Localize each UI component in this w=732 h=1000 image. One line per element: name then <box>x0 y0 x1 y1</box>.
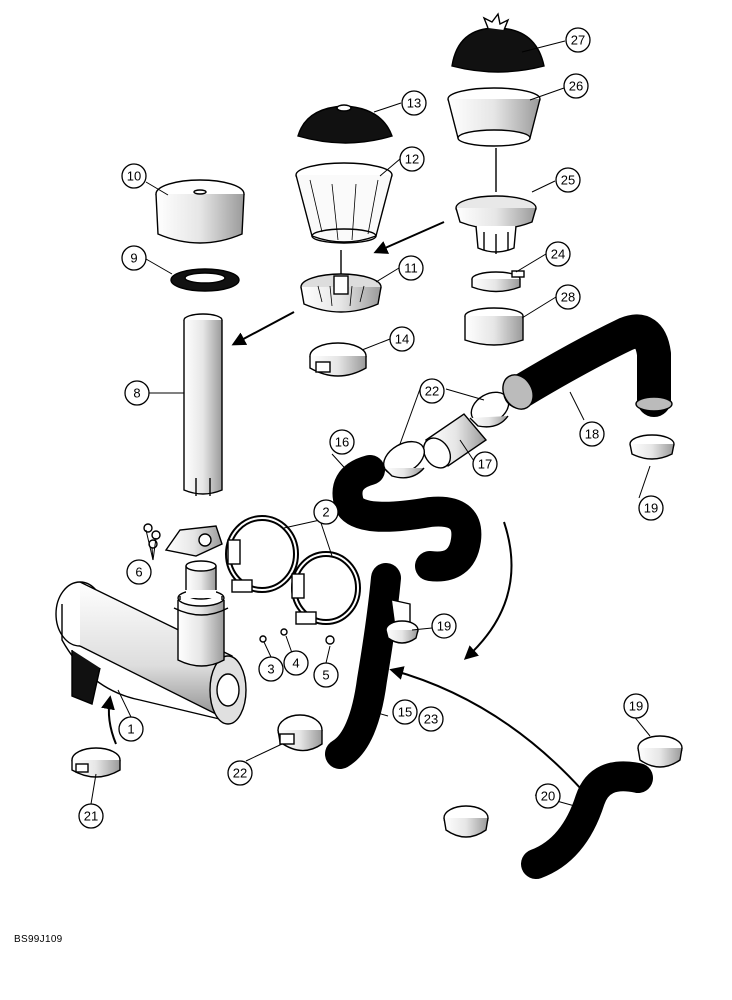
svg-text:6: 6 <box>135 565 142 580</box>
svg-text:25: 25 <box>561 173 575 188</box>
part-22-clamps-upper <box>383 391 510 479</box>
part-18-elbow-hose <box>502 314 673 417</box>
svg-text:3: 3 <box>267 662 274 677</box>
svg-text:18: 18 <box>585 427 599 442</box>
svg-text:2: 2 <box>322 505 329 520</box>
callout-6: 6 <box>126 559 152 585</box>
svg-text:14: 14 <box>395 332 409 347</box>
svg-text:22: 22 <box>233 766 247 781</box>
callout-11: 11 <box>398 255 424 281</box>
callout-2: 2 <box>313 499 339 525</box>
callout-10: 10 <box>121 163 147 189</box>
part-19-clamp-lower <box>637 735 683 768</box>
callout-14: 14 <box>389 326 415 352</box>
svg-text:23: 23 <box>424 712 438 727</box>
part-20-hose <box>521 761 653 879</box>
callout-21: 21 <box>78 803 104 829</box>
svg-text:19: 19 <box>629 699 643 714</box>
part-12-bowl <box>295 162 393 244</box>
svg-text:12: 12 <box>405 152 419 167</box>
svg-text:28: 28 <box>561 290 575 305</box>
svg-text:1: 1 <box>127 722 134 737</box>
callout-28: 28 <box>555 284 581 310</box>
callout-3: 3 <box>258 656 284 682</box>
callout-23: 23 <box>418 706 444 732</box>
leader-lines <box>90 40 651 809</box>
callout-25: 25 <box>555 167 581 193</box>
part-21-clamp <box>71 747 121 778</box>
part-9-seal <box>170 268 240 292</box>
callout-22-lower: 22 <box>227 760 253 786</box>
svg-text:27: 27 <box>571 33 585 48</box>
callout-15: 15 <box>392 699 418 725</box>
svg-text:15: 15 <box>398 705 412 720</box>
svg-text:8: 8 <box>133 386 140 401</box>
part-11-precleaner <box>300 250 382 313</box>
callout-19-lower: 19 <box>623 693 649 719</box>
part-16-hose <box>332 455 482 582</box>
part-17-pipe <box>422 413 488 469</box>
svg-text:4: 4 <box>292 656 299 671</box>
svg-text:19: 19 <box>644 501 658 516</box>
svg-text:21: 21 <box>84 809 98 824</box>
callout-18: 18 <box>579 421 605 447</box>
callout-9: 9 <box>121 245 147 271</box>
callout-22-upper: 22 <box>419 378 445 404</box>
callout-19-mid: 19 <box>431 613 457 639</box>
part-6-bracket <box>143 523 223 557</box>
svg-text:5: 5 <box>322 668 329 683</box>
part-10-cap <box>155 179 245 244</box>
part-15-hose <box>325 563 411 769</box>
callout-17: 17 <box>472 451 498 477</box>
callout-20: 20 <box>535 783 561 809</box>
part-13-cap <box>297 104 393 144</box>
svg-text:20: 20 <box>541 789 555 804</box>
svg-text:17: 17 <box>478 457 492 472</box>
callout-27: 27 <box>565 27 591 53</box>
callout-16: 16 <box>329 429 355 455</box>
callout-labels: 27 26 25 24 28 13 12 11 14 10 9 8 6 2 3 … <box>78 27 664 829</box>
callout-12: 12 <box>399 146 425 172</box>
svg-text:9: 9 <box>130 251 137 266</box>
part-1-muffler <box>55 560 247 725</box>
svg-text:22: 22 <box>425 384 439 399</box>
part-19-clamp-top <box>629 434 675 460</box>
svg-text:19: 19 <box>437 619 451 634</box>
svg-text:11: 11 <box>404 261 418 276</box>
svg-text:24: 24 <box>551 247 565 262</box>
part-19-clamp-mid <box>385 620 419 644</box>
callout-4: 4 <box>283 650 309 676</box>
assembly-arrows <box>101 221 583 791</box>
callout-24: 24 <box>545 241 571 267</box>
svg-text:10: 10 <box>127 169 141 184</box>
part-14-clamp <box>309 342 367 377</box>
part-20-clamp <box>443 805 489 838</box>
part-2-band-clamps <box>225 515 361 625</box>
svg-text:16: 16 <box>335 435 349 450</box>
part-24-clamp <box>471 270 525 293</box>
hardware-3-4-5 <box>259 628 335 645</box>
callout-1: 1 <box>118 716 144 742</box>
part-22-clamp-lower <box>277 714 323 752</box>
part-27-cover <box>451 12 545 73</box>
callout-5: 5 <box>313 662 339 688</box>
part-28-sleeve <box>464 307 524 346</box>
svg-text:26: 26 <box>569 79 583 94</box>
callout-19-top: 19 <box>638 495 664 521</box>
part-25-precleaner <box>455 148 537 254</box>
figure-code: BS99J109 <box>14 934 63 945</box>
svg-text:13: 13 <box>407 96 421 111</box>
callout-8: 8 <box>124 380 150 406</box>
callout-26: 26 <box>563 73 589 99</box>
callout-13: 13 <box>401 90 427 116</box>
part-8-tube <box>183 313 223 496</box>
part-26-bowl <box>447 87 541 147</box>
